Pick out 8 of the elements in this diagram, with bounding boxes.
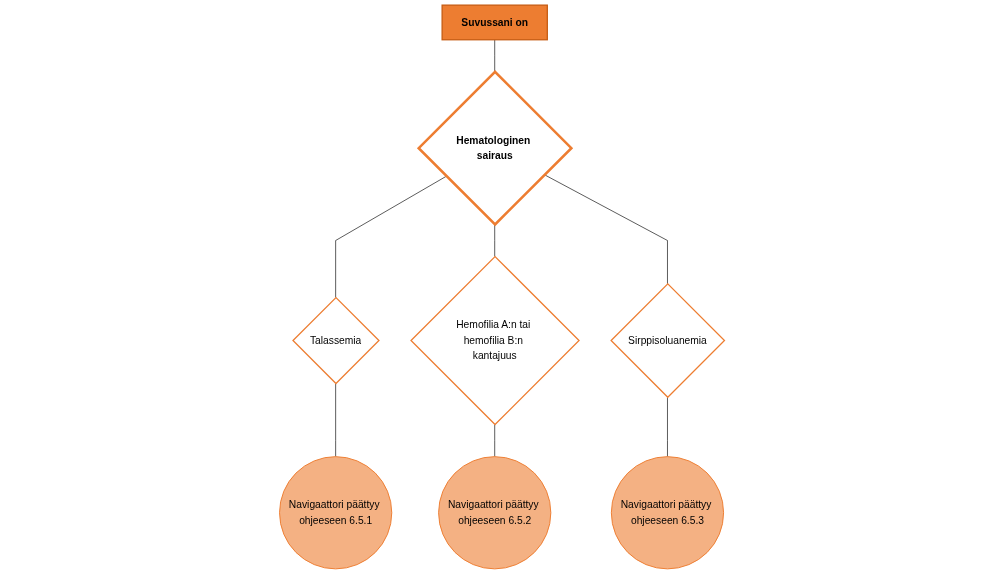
node-diamond: Hematologinen sairaus <box>416 70 574 227</box>
node-circle: Navigaattori päättyy ohjeeseen 6.5.3 <box>610 456 725 570</box>
node-circle: Navigaattori päättyy ohjeeseen 6.5.1 <box>279 456 393 570</box>
node-box: Suvussani on <box>441 4 548 41</box>
node-diamond: Sirppisoluanemia <box>610 282 726 399</box>
node-diamond: Talassemia <box>292 296 380 385</box>
node-diamond: Hemofilia A:n tai hemofilia B:n kantajuus <box>410 255 580 426</box>
node-circle: Navigaattori päättyy ohjeeseen 6.5.2 <box>438 456 552 570</box>
